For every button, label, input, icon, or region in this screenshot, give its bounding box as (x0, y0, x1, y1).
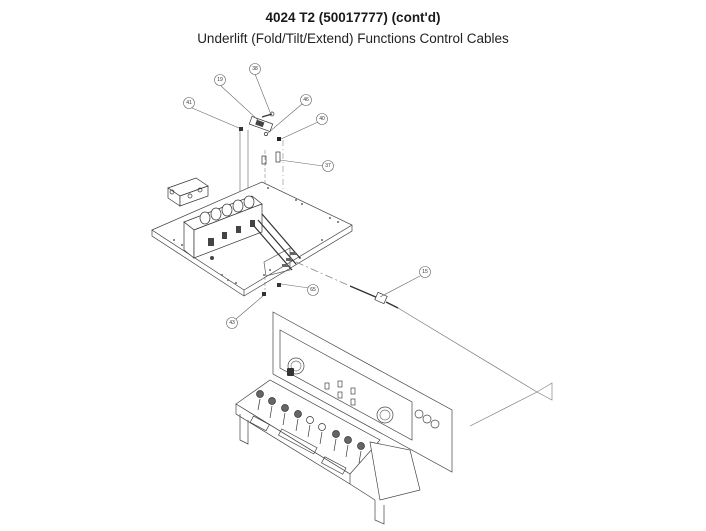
page-title: 4024 T2 (50017777) (cont'd) (265, 10, 441, 25)
callout-37 (322, 160, 334, 172)
callout-46 (300, 94, 312, 106)
callout-19 (214, 74, 226, 86)
svg-text:19: 19 (217, 77, 223, 83)
callout-65 (307, 284, 319, 296)
svg-text:46: 46 (303, 97, 309, 103)
svg-text:15: 15 (422, 269, 428, 275)
page-subtitle: Underlift (Fold/Tilt/Extend) Functions C… (197, 31, 509, 46)
svg-text:41: 41 (186, 100, 192, 106)
svg-text:43: 43 (229, 320, 235, 326)
control-console (235, 311, 453, 525)
callout-labels: 38 19 41 46 40 37 15 65 43 (186, 66, 428, 326)
callout-15 (419, 266, 431, 278)
callout-38 (249, 63, 261, 75)
callout-40 (316, 113, 328, 125)
control-levers (256, 390, 365, 464)
callout-41 (183, 97, 195, 109)
svg-text:38: 38 (252, 66, 258, 72)
nut-43 (262, 292, 266, 296)
valve-block (167, 177, 301, 271)
svg-text:65: 65 (310, 287, 316, 293)
svg-text:37: 37 (325, 163, 331, 169)
callout-43 (226, 317, 238, 329)
gauge-right (376, 406, 394, 424)
callouts (183, 63, 431, 329)
svg-text:40: 40 (319, 116, 325, 122)
gauge-left (287, 357, 305, 375)
